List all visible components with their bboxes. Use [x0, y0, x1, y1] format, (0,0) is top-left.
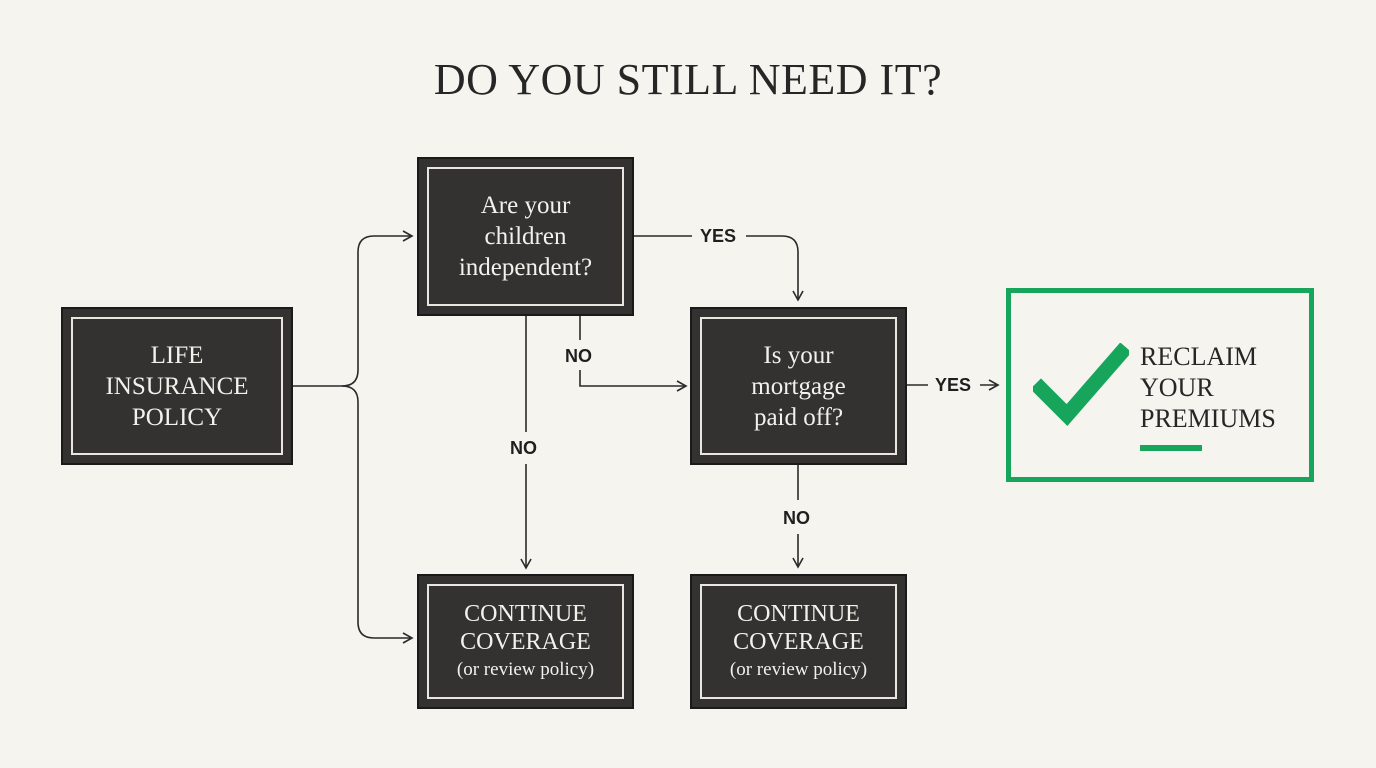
edge-label-children-yes: YES [696, 226, 741, 246]
edge-label-mortgage-no: NO [779, 508, 814, 528]
node-text-line: independent? [458, 254, 593, 281]
connector-to-continue-left [341, 385, 414, 644]
node-mortgage-paid-off: Is your mortgage paid off? [690, 307, 907, 465]
result-reclaim-premiums: RECLAIM YOUR PREMIUMS [1006, 288, 1314, 482]
node-text-line: paid off? [753, 403, 844, 431]
edge-label-children-no-down: NO [506, 438, 541, 458]
node-text-line: POLICY [131, 403, 223, 431]
node-text-line: Is your [763, 341, 834, 369]
result-underline [1140, 445, 1202, 451]
edge-label-children-no-to-mortgage: NO [561, 346, 596, 366]
node-text-line: mortgage [751, 372, 846, 400]
connector-children-no-elbow-tail [579, 370, 688, 392]
node-children-independent: Are your children independent? [417, 157, 634, 316]
node-text-line: CONTINUE [464, 600, 587, 627]
connector-to-children [341, 230, 414, 387]
node-continue-coverage-left: CONTINUE COVERAGE (or review policy) [417, 574, 634, 709]
node-text-line: children [484, 223, 567, 250]
connector-children-yes-tail [746, 235, 804, 302]
page-title: DO YOU STILL NEED IT? [433, 55, 943, 104]
result-text-line: RECLAIM [1140, 342, 1257, 371]
node-text-line: LIFE [150, 341, 204, 369]
edge-label-mortgage-yes: YES [931, 375, 976, 395]
result-text: RECLAIM YOUR PREMIUMS [1140, 341, 1276, 434]
result-text-line: YOUR [1140, 373, 1214, 402]
node-text-line: Are your [480, 192, 571, 219]
node-subtext: (or review policy) [729, 658, 868, 680]
result-text-line: PREMIUMS [1140, 404, 1276, 433]
node-text-line: COVERAGE [733, 628, 864, 655]
checkmark-icon [1033, 343, 1129, 426]
node-text-line: CONTINUE [737, 600, 860, 627]
node-life-insurance-policy: LIFE INSURANCE POLICY [61, 307, 293, 465]
node-subtext: (or review policy) [456, 658, 595, 680]
node-text-line: INSURANCE [105, 372, 249, 400]
node-continue-coverage-right: CONTINUE COVERAGE (or review policy) [690, 574, 907, 709]
node-text-line: COVERAGE [460, 628, 591, 655]
